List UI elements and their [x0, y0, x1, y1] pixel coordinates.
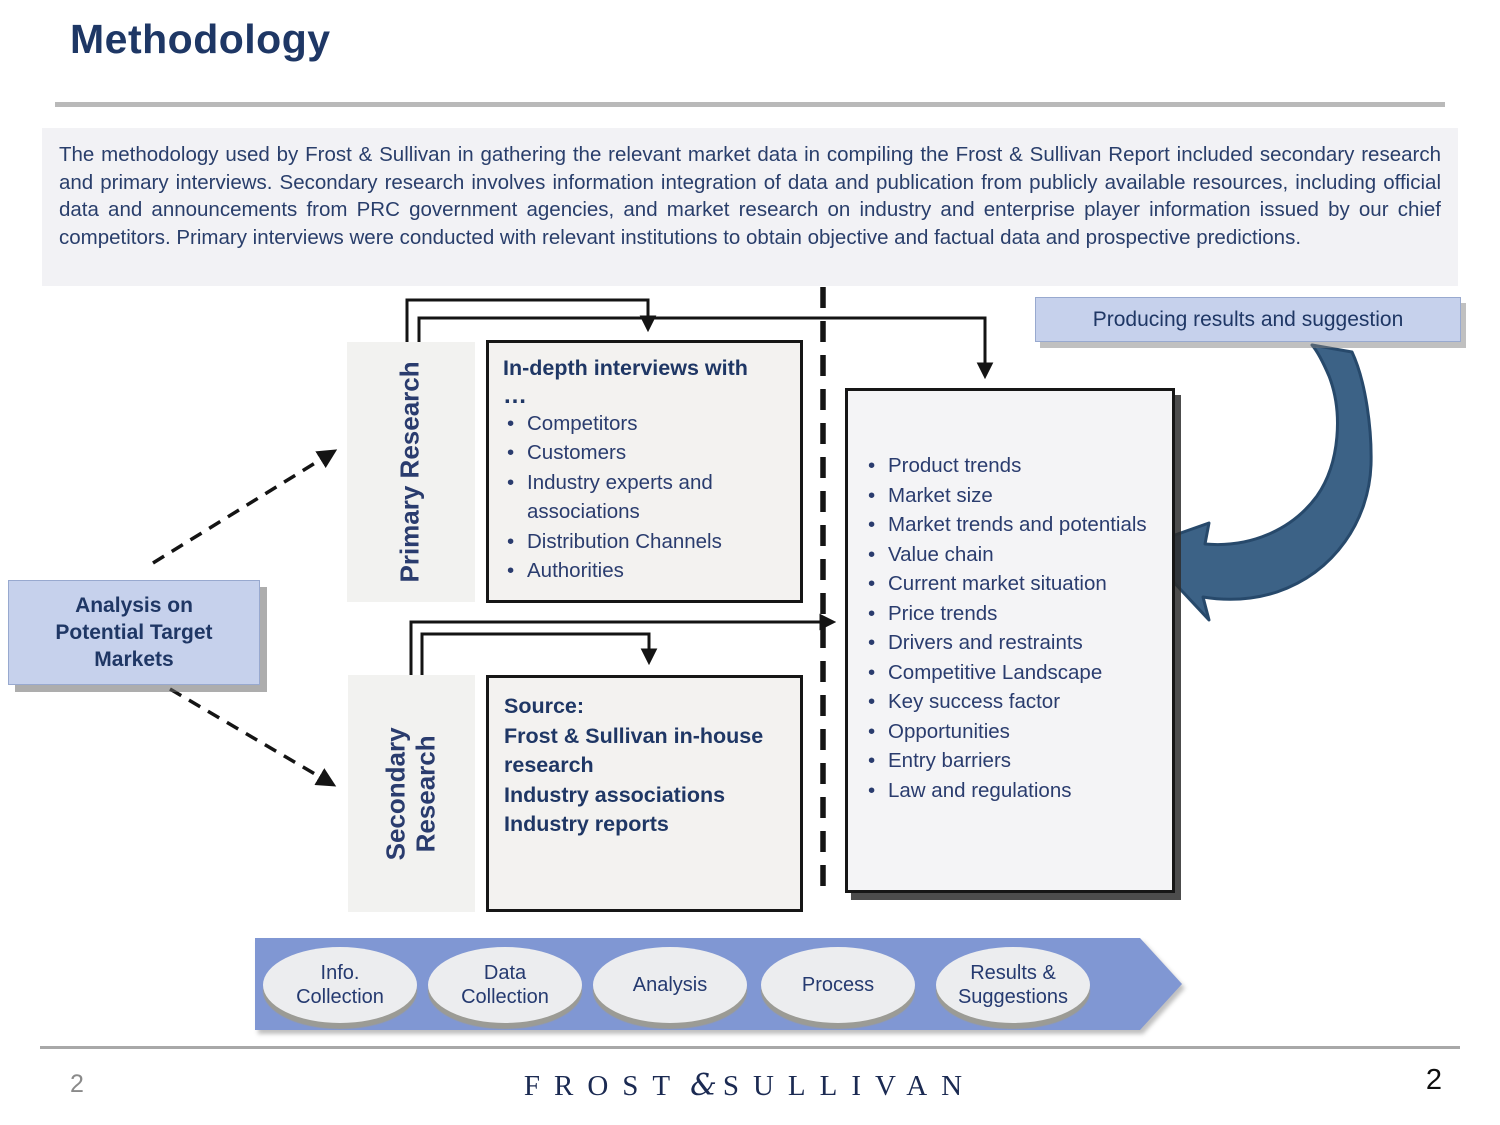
logo-ampersand: &	[690, 1068, 717, 1103]
indepth-interviews-box: In-depth interviews with … Competitors C…	[486, 340, 803, 603]
list-item: Customers	[503, 438, 786, 468]
source-line: Frost & Sullivan in-house research	[504, 723, 764, 778]
list-item: Competitive Landscape	[864, 658, 1162, 688]
list-item: Key success factor	[864, 687, 1162, 717]
indepth-ellipsis: …	[503, 381, 527, 409]
list-item: Price trends	[864, 599, 1162, 629]
connector-secondary-to-output	[409, 613, 837, 675]
primary-research-box: Primary Research	[347, 342, 475, 602]
title-divider	[55, 102, 1445, 107]
process-step: Data Collection	[428, 947, 582, 1023]
dashed-arrow-to-primary	[152, 449, 338, 565]
intro-paragraph: The methodology used by Frost & Sullivan…	[42, 128, 1458, 286]
list-item: Market trends and potentials	[864, 510, 1162, 540]
process-step-label: Analysis	[632, 974, 708, 996]
list-item: Competitors	[503, 409, 786, 439]
producing-results-box: Producing results and suggestion	[1035, 297, 1461, 342]
source-box: Source: Frost & Sullivan in-house resear…	[486, 675, 803, 912]
source-line: Industry reports	[504, 812, 669, 836]
list-item: Industry experts and associations	[503, 468, 786, 527]
process-step-label: Data Collection	[461, 962, 549, 1008]
connector-secondary-to-source	[420, 632, 658, 675]
process-step-label: Info. Collection	[296, 962, 384, 1008]
secondary-research-label: Secondary Research	[380, 727, 441, 860]
process-step: Results & Suggestions	[936, 947, 1090, 1023]
analysis-target-markets-box: Analysis on Potential Target Markets	[8, 580, 260, 685]
process-step-label: Results & Suggestions	[957, 962, 1069, 1008]
frost-sullivan-logo: FROST&SULLIVAN	[0, 1068, 1500, 1103]
source-line: Industry associations	[504, 782, 726, 807]
list-item: Authorities	[503, 556, 786, 586]
indepth-title: In-depth interviews with	[503, 356, 748, 380]
primary-research-label: Primary Research	[395, 361, 426, 583]
logo-frost-text: FROST	[523, 1070, 685, 1102]
process-banner-arrow: Info. Collection Data Collection Analysi…	[255, 938, 1182, 1030]
list-item: Distribution Channels	[503, 527, 786, 557]
indepth-list: Competitors Customers Industry experts a…	[503, 409, 786, 586]
page-number-left: 2	[70, 1070, 84, 1098]
output-box: Product trends Market size Market trends…	[845, 388, 1175, 893]
source-line: Source:	[504, 694, 585, 718]
page-title: Methodology	[70, 16, 331, 62]
process-step: Info. Collection	[263, 947, 417, 1023]
process-banner: Info. Collection Data Collection Analysi…	[255, 938, 1185, 1030]
process-step: Analysis	[593, 947, 747, 1023]
list-item: Law and regulations	[864, 776, 1162, 806]
logo-sullivan-text: SULLIVAN	[722, 1070, 977, 1102]
process-step-label: Process	[801, 974, 875, 996]
footer-divider	[40, 1046, 1460, 1049]
producing-results-label: Producing results and suggestion	[1092, 307, 1404, 331]
page-number-right: 2	[1425, 1064, 1442, 1096]
secondary-research-box: Secondary Research	[348, 675, 475, 912]
connector-primary-to-indepth	[405, 298, 657, 342]
list-item: Opportunities	[864, 717, 1162, 747]
dashed-arrow-to-secondary	[169, 687, 337, 787]
process-step: Process	[761, 947, 915, 1023]
list-item: Product trends	[864, 451, 1162, 481]
output-list: Product trends Market size Market trends…	[864, 451, 1162, 805]
list-item: Drivers and restraints	[864, 628, 1162, 658]
list-item: Value chain	[864, 540, 1162, 570]
curved-arrow	[1139, 343, 1373, 622]
analysis-target-markets-label: Analysis on Potential Target Markets	[55, 594, 213, 671]
list-item: Market size	[864, 481, 1162, 511]
list-item: Entry barriers	[864, 746, 1162, 776]
list-item: Current market situation	[864, 569, 1162, 599]
